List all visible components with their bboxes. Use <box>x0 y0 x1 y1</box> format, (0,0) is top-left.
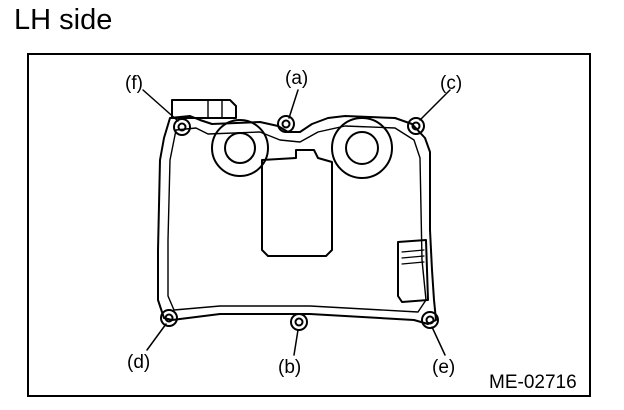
bolt-d <box>160 309 178 327</box>
page-title: LH side <box>14 4 113 36</box>
callout-b: (b) <box>278 357 301 378</box>
callout-f: (f) <box>125 73 143 94</box>
callout-c: (c) <box>440 73 462 94</box>
cover-outline <box>157 115 437 325</box>
leader-b <box>293 329 299 356</box>
label-plate <box>397 239 429 303</box>
figure-code: ME-02716 <box>489 372 577 393</box>
leader-d <box>146 323 167 351</box>
leader-c <box>419 89 451 121</box>
filler-boss <box>171 99 237 119</box>
cover-inner-rim <box>167 125 427 313</box>
illustration-frame <box>27 53 591 397</box>
callout-d: (d) <box>127 352 150 373</box>
bolt-c <box>407 117 425 135</box>
bolt-e <box>421 311 439 329</box>
callout-a: (a) <box>285 68 308 89</box>
leader-a <box>288 89 299 119</box>
left-port-inner <box>224 132 256 164</box>
right-port-outer <box>331 117 393 179</box>
center-pad <box>261 149 333 257</box>
bolt-a <box>277 115 295 133</box>
leader-e <box>431 326 446 356</box>
left-port-outer <box>211 119 269 177</box>
bolt-f <box>173 118 191 136</box>
bolt-b <box>290 313 308 331</box>
right-port-inner <box>345 131 379 165</box>
callout-e: (e) <box>432 357 455 378</box>
leader-f <box>142 89 179 122</box>
